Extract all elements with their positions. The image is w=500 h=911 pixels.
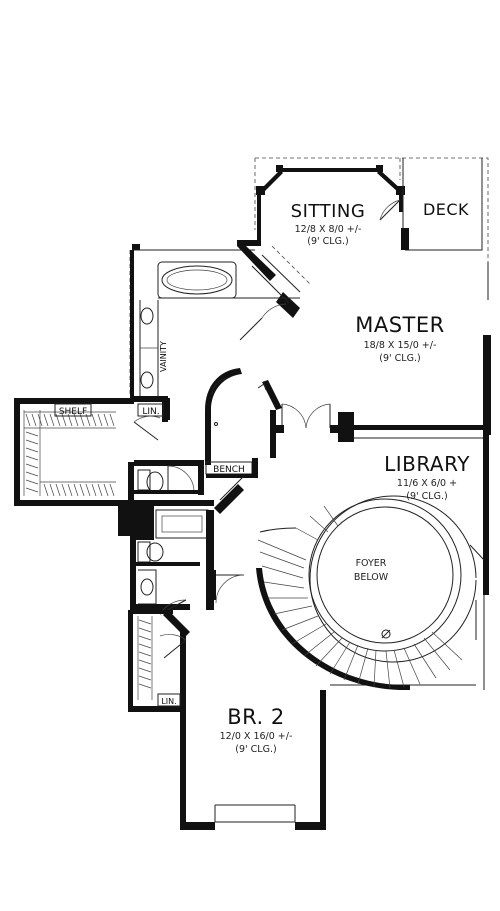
master-library-divider [276, 403, 488, 640]
deck-outline [401, 158, 483, 251]
stair-treads [257, 505, 463, 689]
br2-name: BR. 2 [227, 705, 284, 729]
library-dims: 11/6 X 6/0 + [397, 478, 457, 489]
sitting-bay-walls [256, 165, 405, 242]
roof-overhang-lines [129, 157, 489, 395]
sitting-dims: 12/8 X 8/0 +/- [295, 224, 362, 235]
lower-closet [133, 610, 190, 707]
outer-walls [128, 240, 491, 830]
foyer-line1: FOYER [356, 558, 387, 569]
lin-lower-label: LIN. [161, 697, 176, 706]
deck-name: DECK [423, 200, 469, 219]
vanity-label: VAINITY [159, 341, 168, 372]
lin-upper-label: LIN. [142, 407, 159, 417]
bench-label: BENCH [213, 465, 245, 475]
room-labels: SITTING 12/8 X 8/0 +/- (9' CLG.) DECK MA… [59, 200, 470, 755]
sitting-clg: (9' CLG.) [307, 236, 348, 247]
foyer-line2: BELOW [354, 572, 389, 583]
br2-clg: (9' CLG.) [235, 744, 276, 755]
master-dims: 18/8 X 15/0 +/- [364, 340, 437, 351]
toilet-upper [134, 458, 258, 495]
library-clg: (9' CLG.) [406, 491, 447, 502]
br2-dims: 12/0 X 16/0 +/- [220, 731, 293, 742]
master-bath [130, 245, 311, 465]
central-hall [130, 475, 245, 615]
sitting-name: SITTING [291, 201, 366, 222]
curved-staircase [256, 495, 477, 691]
shelf-label: SHELF [59, 407, 87, 417]
master-name: MASTER [355, 313, 445, 337]
master-clg: (9' CLG.) [379, 353, 420, 364]
library-name: LIBRARY [384, 452, 470, 476]
